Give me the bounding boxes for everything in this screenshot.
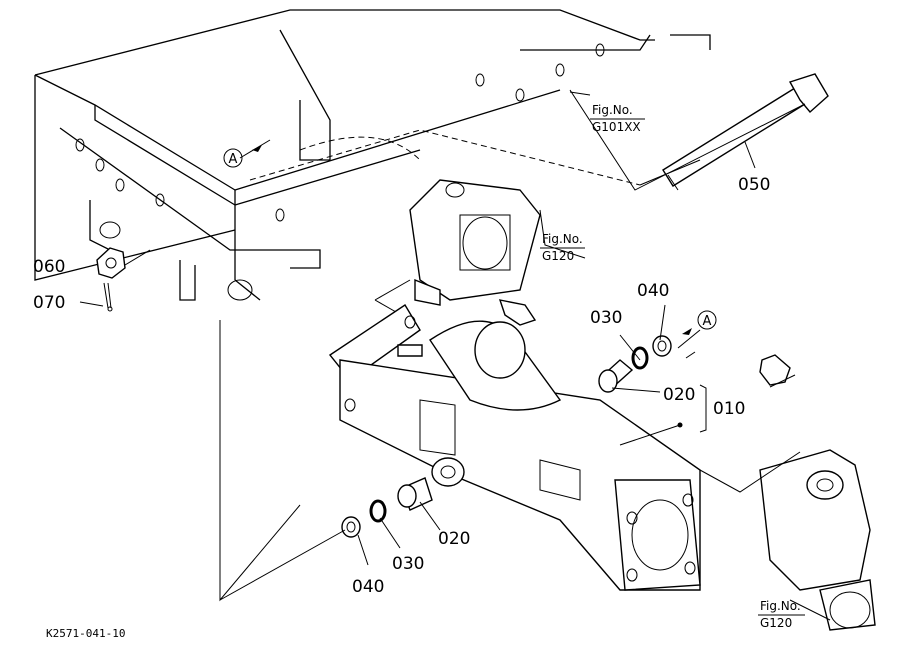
fig-ref-bracket-top[interactable]: Fig.No. G120: [540, 232, 585, 263]
castle-nut-060[interactable]: [96, 247, 126, 279]
bracket-bottom: [759, 449, 876, 631]
callout-040-upper[interactable]: 040: [637, 281, 669, 301]
bushing-020-lower[interactable]: [397, 477, 433, 511]
bracket-top: [374, 179, 541, 321]
fig-ref-frame[interactable]: Fig.No. G101XX: [590, 103, 645, 134]
circle-mark-right: A: [682, 310, 717, 335]
collar-040-lower[interactable]: [341, 516, 361, 538]
bolt-small: [498, 299, 537, 326]
bolt-right: [759, 354, 791, 386]
cotter-pin-070[interactable]: [103, 282, 113, 312]
collar-040-upper[interactable]: [652, 335, 672, 357]
circle-mark-top: A: [223, 145, 262, 168]
callout-040-lower[interactable]: 040: [352, 577, 384, 597]
o-ring-030-upper[interactable]: [631, 346, 649, 370]
fig-ref-bracket-bottom[interactable]: Fig.No. G120: [758, 599, 805, 630]
callout-020-upper[interactable]: 020: [663, 385, 695, 405]
circle-mark-top-letter: A: [229, 152, 238, 167]
center-pin-050[interactable]: [662, 73, 829, 191]
callout-030-lower[interactable]: 030: [392, 554, 424, 574]
fig-ref-bracket-bottom-prefix: Fig.No.: [760, 599, 801, 613]
leader-lines: [79, 89, 831, 621]
callout-020-lower[interactable]: 020: [438, 529, 470, 549]
callout-060[interactable]: 060: [33, 257, 65, 277]
fig-ref-bracket-bottom-number: G120: [760, 616, 792, 630]
callout-010[interactable]: 010: [713, 399, 745, 419]
fig-ref-bracket-top-number: G120: [542, 249, 574, 263]
callouts: 050 060 070 040 030 020 010 020 030 040: [33, 175, 770, 597]
fig-ref-bracket-top-prefix: Fig.No.: [542, 232, 583, 246]
circle-mark-right-letter: A: [703, 314, 712, 329]
bushing-020-upper[interactable]: [598, 359, 634, 393]
callout-030-upper[interactable]: 030: [590, 308, 622, 328]
fig-ref-frame-number: G101XX: [592, 120, 641, 134]
callout-050[interactable]: 050: [738, 175, 770, 195]
diagram-code: K2571-041-10: [46, 627, 125, 640]
tractor-frame: [34, 9, 711, 301]
fig-ref-frame-prefix: Fig.No.: [592, 103, 633, 117]
axle-housing-010[interactable]: [328, 304, 701, 591]
callout-070[interactable]: 070: [33, 293, 65, 313]
o-ring-030-lower[interactable]: [369, 499, 387, 523]
